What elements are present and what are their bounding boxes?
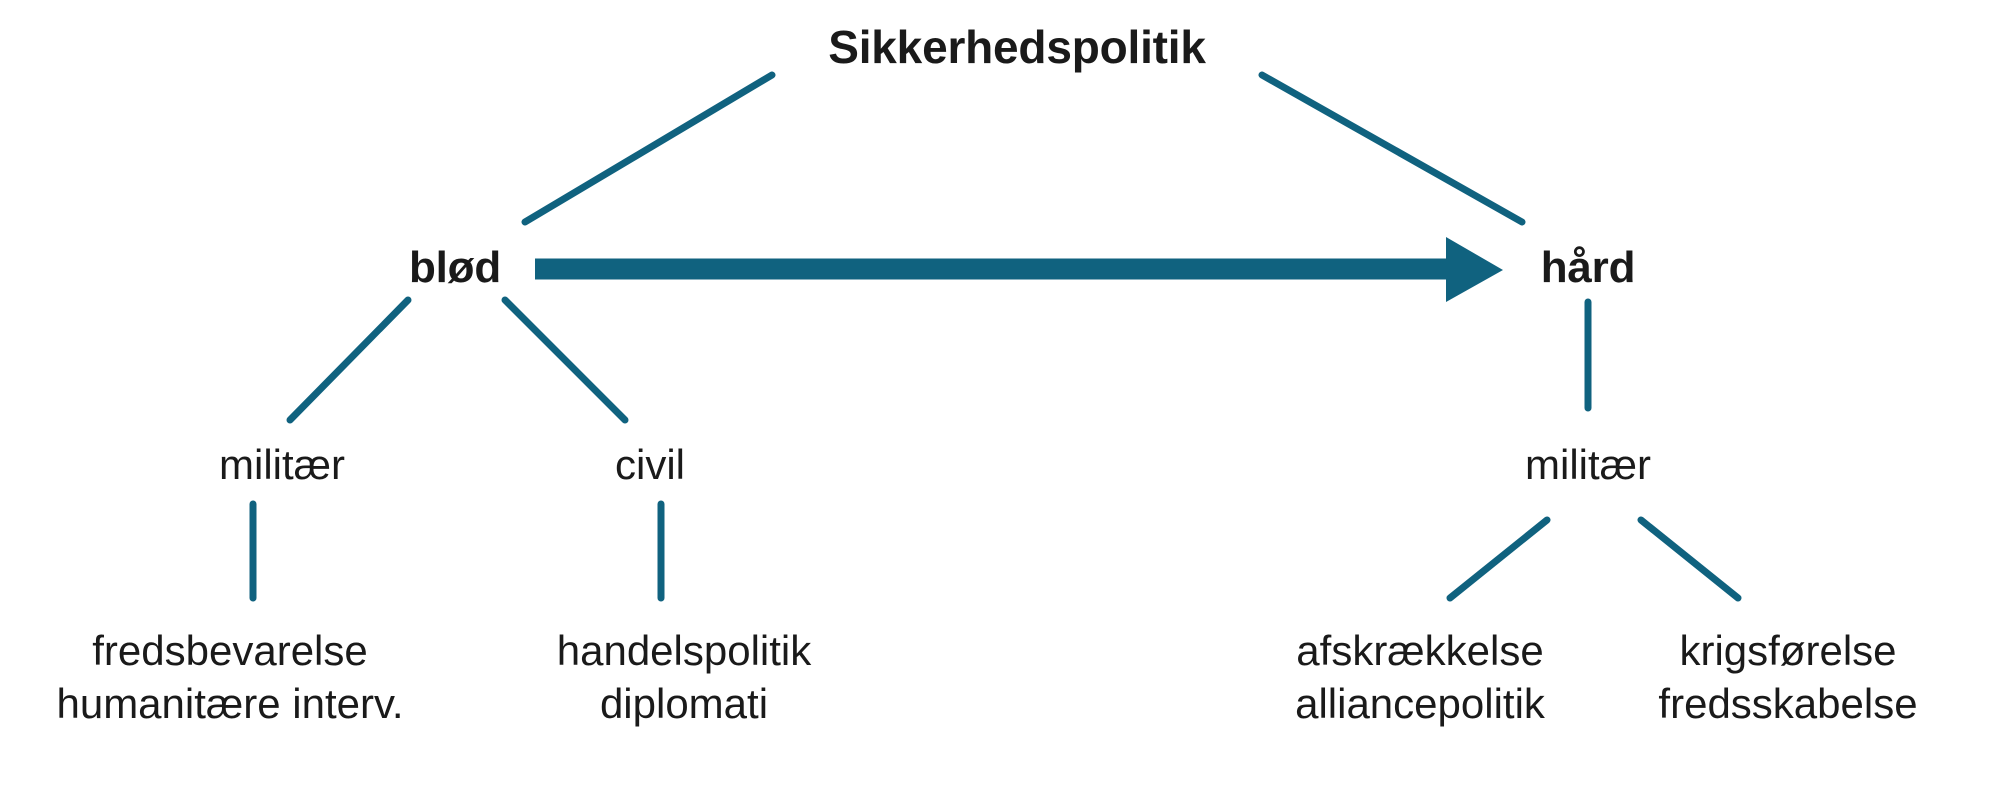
arrow-head-blod-to-hard — [1446, 237, 1503, 302]
node-militaer-soft: militær — [219, 441, 345, 489]
leaf-krigsfoerelse: krigsførelse — [1679, 627, 1897, 674]
edge-militaer-hard-to-krigsfoerelse — [1637, 516, 1742, 602]
leaf-group-civil: handelspolitik diplomati — [557, 625, 812, 731]
node-sikkerhedspolitik: Sikkerhedspolitik — [828, 20, 1206, 73]
node-civil: civil — [615, 441, 685, 489]
leaf-afskraekkelse: afskrækkelse — [1296, 627, 1544, 674]
leaf-group-militaer-hard-right: krigsførelse fredsskabelse — [1658, 625, 1917, 731]
edge-root-to-blod — [521, 71, 776, 226]
edge-blod-to-civil — [501, 296, 629, 424]
node-blod: blød — [408, 243, 502, 293]
leaf-group-militaer-soft: fredsbevarelse humanitære interv. — [56, 625, 403, 731]
edge-militaer-hard-to-afskraekkelse — [1446, 516, 1551, 602]
leaf-diplomati: diplomati — [599, 679, 769, 727]
leaf-handelspolitik: handelspolitik — [556, 627, 812, 674]
leaf-fredsbevarelse: fredsbevarelse — [92, 627, 368, 674]
edge-root-to-hard — [1258, 71, 1526, 226]
leaf-fredsskabelse: fredsskabelse — [1658, 679, 1918, 727]
edge-blod-to-militaer — [286, 296, 412, 424]
node-hard: hård — [1540, 243, 1636, 293]
leaf-alliancepolitik: alliancepolitik — [1295, 679, 1545, 727]
node-militaer-hard: militær — [1525, 441, 1651, 489]
leaf-humanitaere-interv: humanitære interv. — [56, 679, 404, 727]
leaf-group-militaer-hard-left: afskrækkelse alliancepolitik — [1295, 625, 1545, 731]
